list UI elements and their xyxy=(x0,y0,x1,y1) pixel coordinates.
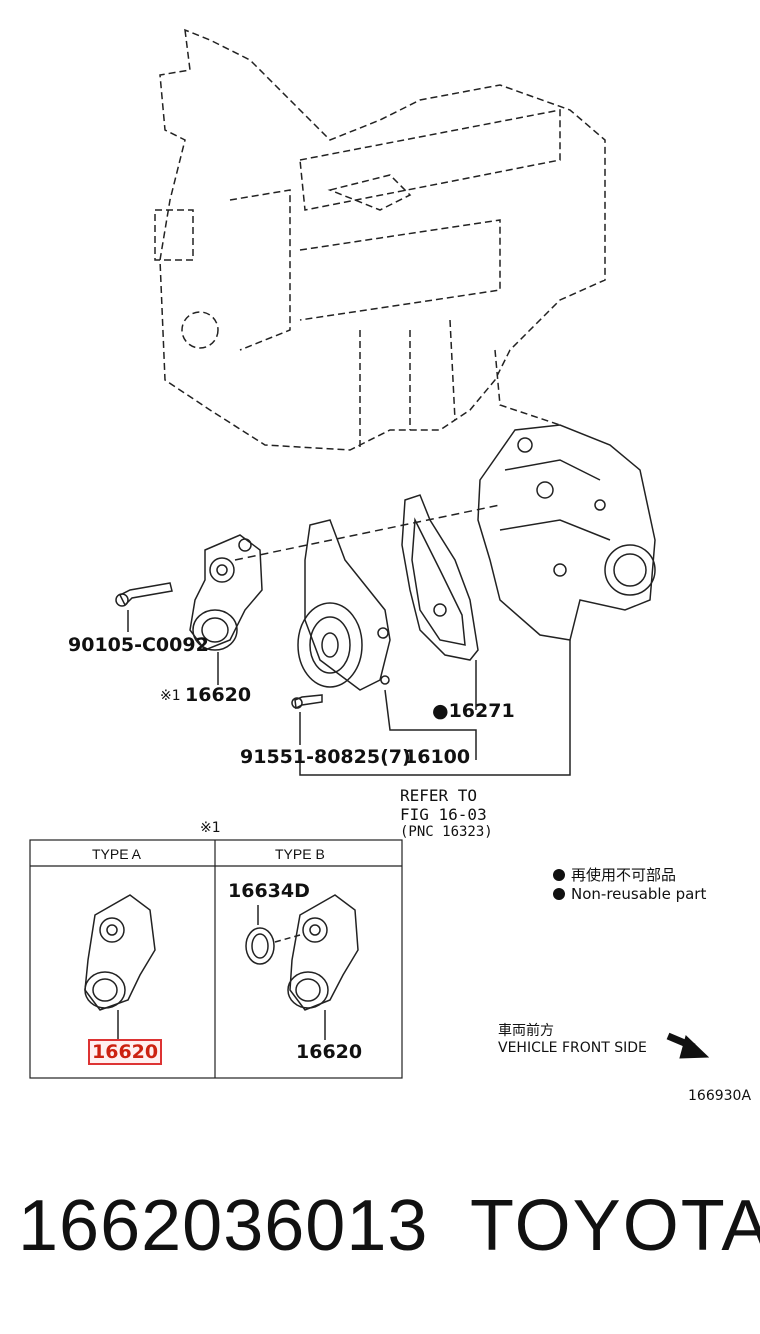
refer-line-3: (PNC 16323) xyxy=(400,824,493,840)
type-b-part-label: 16620 xyxy=(296,1041,363,1063)
callout-gasket: ●16271 xyxy=(432,700,515,722)
refer-line-2: FIG 16-03 xyxy=(400,805,487,824)
callout-bolt-lower: 91551-80825(7) xyxy=(240,746,411,768)
note-mark-tensioner: ※1 xyxy=(160,688,181,704)
engine-block-outline xyxy=(154,28,606,451)
gasket xyxy=(401,494,479,661)
brand-name: TOYOTA xyxy=(470,1186,760,1266)
oil-seal xyxy=(245,927,275,965)
type-b-seal-label: 16634D xyxy=(228,880,310,902)
callout-bolt-upper: 90105-C0092 xyxy=(68,634,209,656)
timing-cover-housing xyxy=(477,424,656,641)
legend-dot-icon xyxy=(553,888,565,900)
housing-leader xyxy=(299,640,571,776)
type-a-tensioner xyxy=(84,894,156,1011)
type-box-frame xyxy=(29,839,403,1079)
type-box-note-mark: ※1 xyxy=(200,820,221,836)
callout-tensioner: 16620 xyxy=(185,684,252,706)
type-a-header: TYPE A xyxy=(92,846,142,862)
figure-id: 166930A xyxy=(688,1088,752,1104)
assembly-axis-line xyxy=(234,504,501,561)
type-a-part-highlight: 16620 xyxy=(88,1039,163,1065)
front-direction-arrow xyxy=(666,1032,710,1059)
belt-tensioner xyxy=(189,534,263,651)
bolt-upper xyxy=(115,582,173,607)
legend-line-en: Non-reusable part xyxy=(553,885,706,903)
legend-dot-icon xyxy=(553,869,565,881)
bolt-lower xyxy=(291,694,323,710)
direction-en: VEHICLE FRONT SIDE xyxy=(498,1040,647,1056)
type-b-tensioner xyxy=(287,894,359,1011)
callout-water-pump: 16100 xyxy=(404,746,471,768)
water-pump xyxy=(297,519,391,691)
refer-line-1: REFER TO xyxy=(400,786,478,805)
direction-jp: 車両前方 xyxy=(498,1023,554,1039)
part-number: 1662036013 xyxy=(18,1186,429,1266)
legend-line-jp: 再使用不可部品 xyxy=(553,864,676,885)
pump-leader xyxy=(384,689,477,760)
type-b-header: TYPE B xyxy=(275,846,325,862)
